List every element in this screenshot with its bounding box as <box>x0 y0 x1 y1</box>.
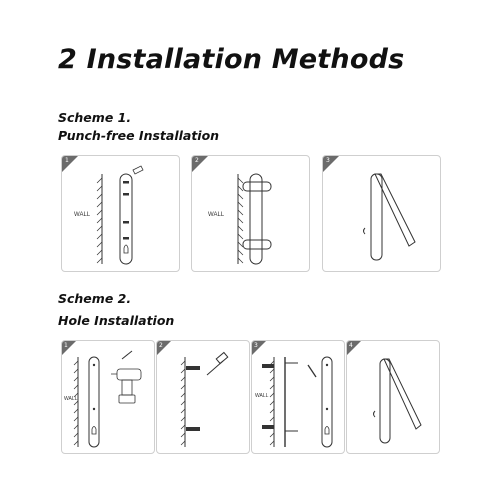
step-number: 3 <box>254 342 258 349</box>
step-number: 3 <box>326 157 330 164</box>
scheme-1-step-1-illustration <box>62 156 144 265</box>
wall-label: WALL <box>64 396 78 402</box>
scheme-1-step-3-illustration <box>323 156 416 261</box>
scheme-2-step-1-illustration <box>62 341 142 448</box>
scheme-2-step-4-illustration <box>347 341 422 444</box>
scheme-1-heading: Scheme 1. <box>58 110 132 125</box>
scheme-1-step-1-panel: 1 WALL <box>61 155 180 272</box>
scheme-1-step-2-panel: 2 WALL <box>191 155 310 272</box>
scheme-2-step-1-panel: 1 WALL <box>61 340 155 454</box>
wall-label: WALL <box>74 212 91 218</box>
scheme-2-subtitle: Hole Installation <box>58 313 175 328</box>
step-number: 4 <box>349 342 353 349</box>
scheme-1-step-3-panel: 3 <box>322 155 441 272</box>
scheme-2-step-3-illustration <box>252 341 333 448</box>
scheme-2-step-2-panel: 2 <box>156 340 250 454</box>
scheme-1-subtitle: Punch-free Installation <box>58 128 220 143</box>
wall-label: WALL <box>208 212 225 218</box>
step-number: 1 <box>64 342 68 349</box>
step-number: 2 <box>159 342 163 349</box>
scheme-1-step-2-illustration <box>192 156 272 265</box>
scheme-2-step-2-illustration <box>157 341 229 447</box>
wall-label: WALL <box>255 393 269 399</box>
scheme-2-step-3-panel: 3 WALL <box>251 340 345 454</box>
scheme-2-heading: Scheme 2. <box>58 291 132 306</box>
scheme-2-step-4-panel: 4 <box>346 340 440 454</box>
step-number: 2 <box>195 157 199 164</box>
page-title: 2 Installation Methods <box>58 44 405 75</box>
step-number: 1 <box>65 157 69 164</box>
